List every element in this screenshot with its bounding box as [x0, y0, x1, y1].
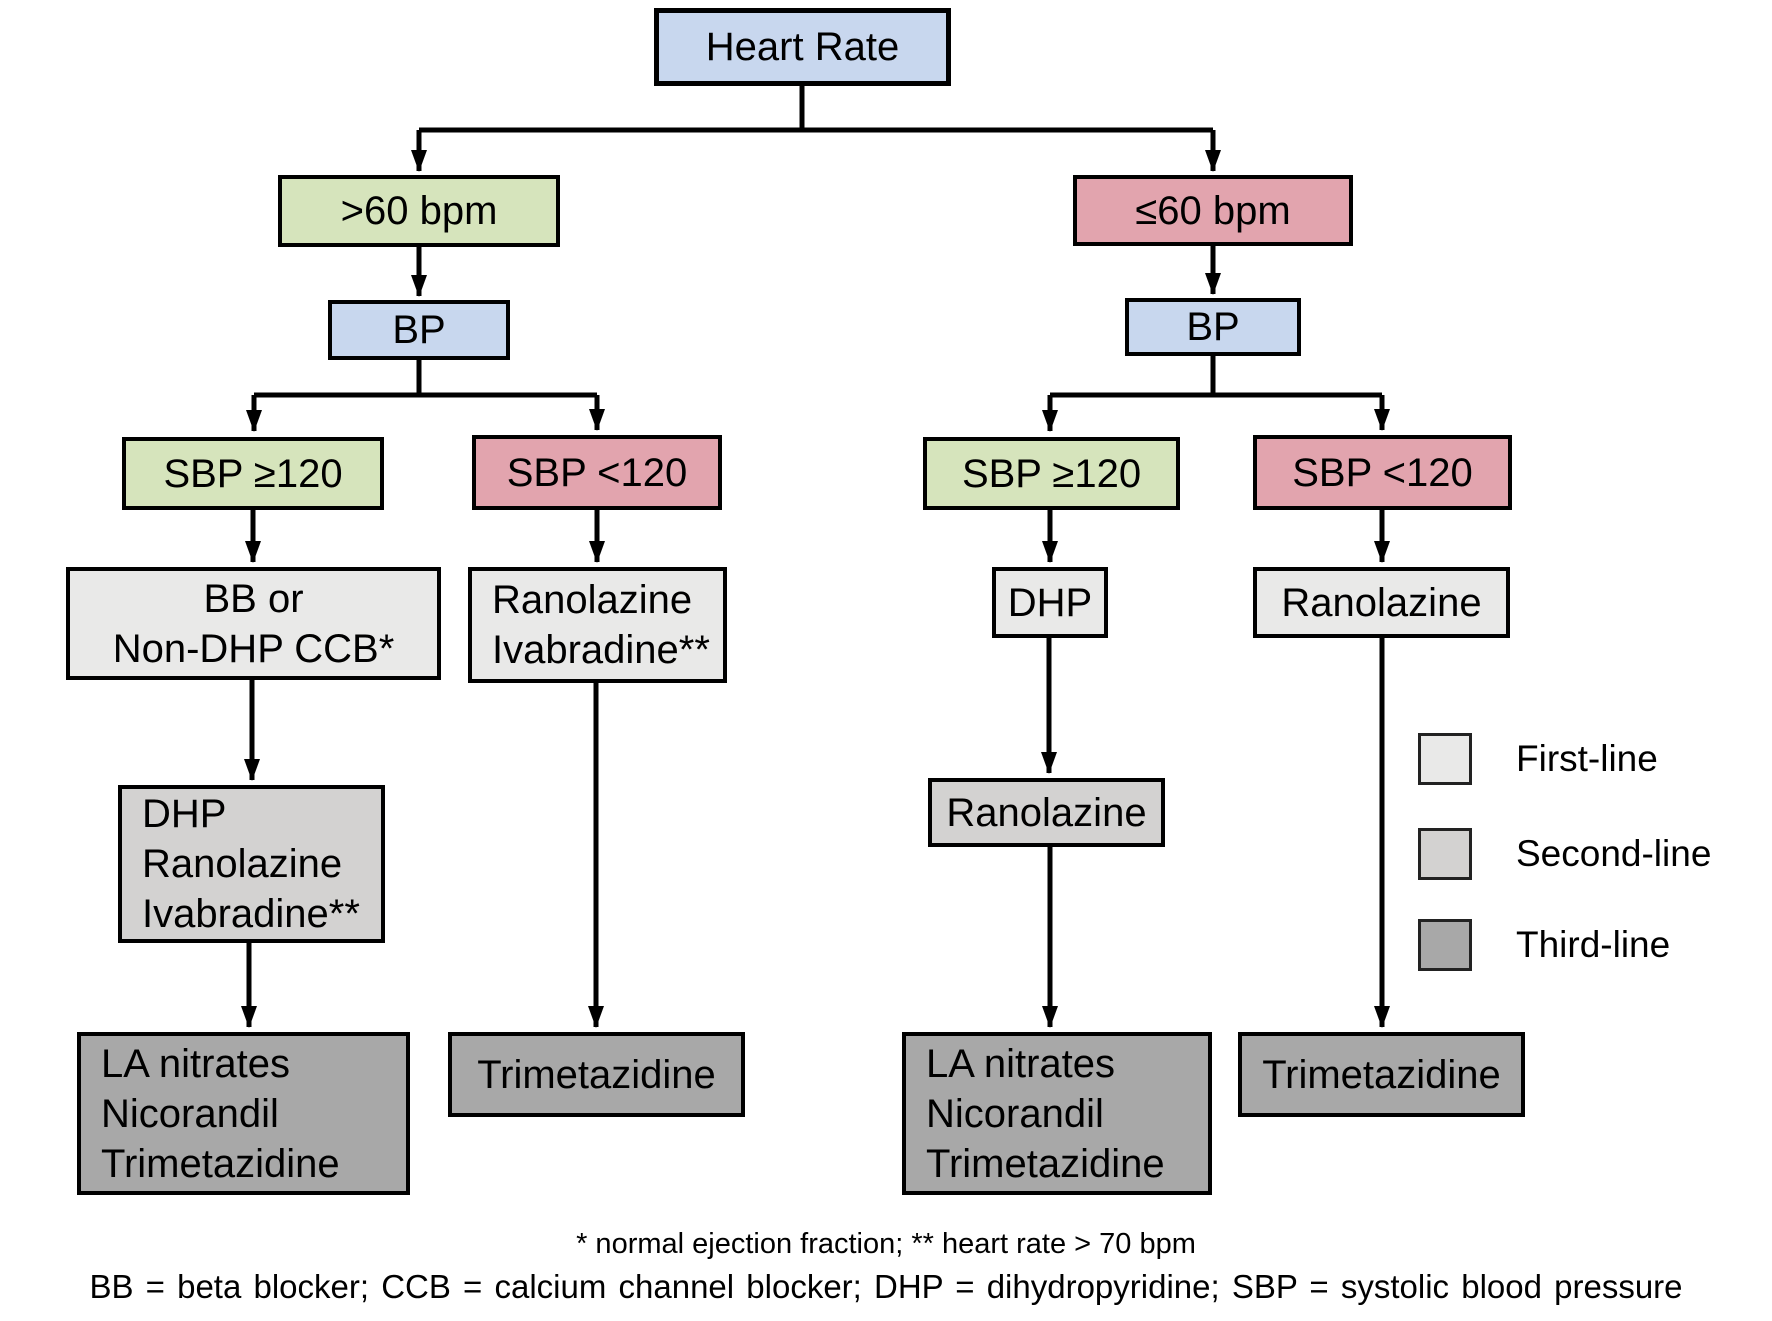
legend-item-second-line: Second-line [1418, 827, 1711, 880]
node-bp-left: BP [328, 300, 510, 360]
node-la-nitrates-right: LA nitrates Nicorandil Trimetazidine [902, 1032, 1212, 1195]
node-ranolazine-first-right: Ranolazine [1253, 567, 1510, 638]
legend-item-third-line: Third-line [1418, 918, 1670, 972]
node-bb-or-nondhp-ccb-line2: Non-DHP CCB* [112, 626, 395, 671]
legend-item-first-line: First-line [1418, 733, 1658, 785]
node-heart-rate: Heart Rate [654, 8, 951, 86]
node-ranolazine-ivabradine-line1: Ranolazine [492, 578, 693, 622]
node-le60bpm: ≤60 bpm [1073, 175, 1353, 246]
node-la-nitrates-left: LA nitrates Nicorandil Trimetazidine [77, 1032, 410, 1195]
node-dhp: DHP [992, 567, 1108, 638]
node-la-nitrates-left-line1: LA nitrates [101, 1041, 291, 1086]
node-sbp-lt120-left: SBP <120 [472, 435, 722, 510]
node-sbp-ge120-left: SBP ≥120 [122, 437, 384, 510]
node-trimetazidine-right: Trimetazidine [1238, 1032, 1525, 1117]
footnote-abbreviations: BB = beta blocker; CCB = calcium channel… [89, 1268, 1683, 1305]
node-dhp-ranolazine-ivabradine-line3: Ivabradine** [142, 892, 360, 936]
node-ranolazine-ivabradine-line2: Ivabradine** [492, 628, 710, 672]
third-line-swatch [1418, 919, 1472, 971]
first-line-swatch [1418, 733, 1472, 785]
node-gt60bpm: >60 bpm [278, 175, 560, 247]
node-trimetazidine-left: Trimetazidine [448, 1032, 745, 1117]
node-dhp-ranolazine-ivabradine: DHP Ranolazine Ivabradine** [118, 785, 385, 943]
second-line-swatch [1418, 827, 1472, 880]
node-la-nitrates-left-line2: Nicorandil [101, 1091, 279, 1136]
third-line-label: Third-line [1516, 924, 1671, 965]
node-sbp-ge120-right: SBP ≥120 [923, 437, 1180, 510]
node-bb-or-nondhp-ccb: BB or Non-DHP CCB* [66, 567, 441, 680]
node-sbp-lt120-right: SBP <120 [1253, 435, 1512, 510]
node-bb-or-nondhp-ccb-line1: BB or [203, 576, 304, 621]
node-ranolazine-second-right: Ranolazine [928, 778, 1165, 847]
node-la-nitrates-right-line1: LA nitrates [926, 1041, 1116, 1086]
node-ranolazine-ivabradine: Ranolazine Ivabradine** [468, 567, 727, 683]
first-line-label: First-line [1516, 738, 1658, 779]
second-line-label: Second-line [1516, 832, 1712, 874]
node-dhp-ranolazine-ivabradine-line1: DHP [142, 792, 227, 836]
footnote-asterisks: * normal ejection fraction; ** heart rat… [576, 1228, 1196, 1260]
node-la-nitrates-right-line2: Nicorandil [926, 1091, 1104, 1136]
node-dhp-ranolazine-ivabradine-line2: Ranolazine [142, 842, 343, 886]
node-la-nitrates-left-line3: Trimetazidine [101, 1141, 340, 1186]
node-bp-right: BP [1125, 298, 1301, 356]
node-la-nitrates-right-line3: Trimetazidine [926, 1141, 1165, 1186]
